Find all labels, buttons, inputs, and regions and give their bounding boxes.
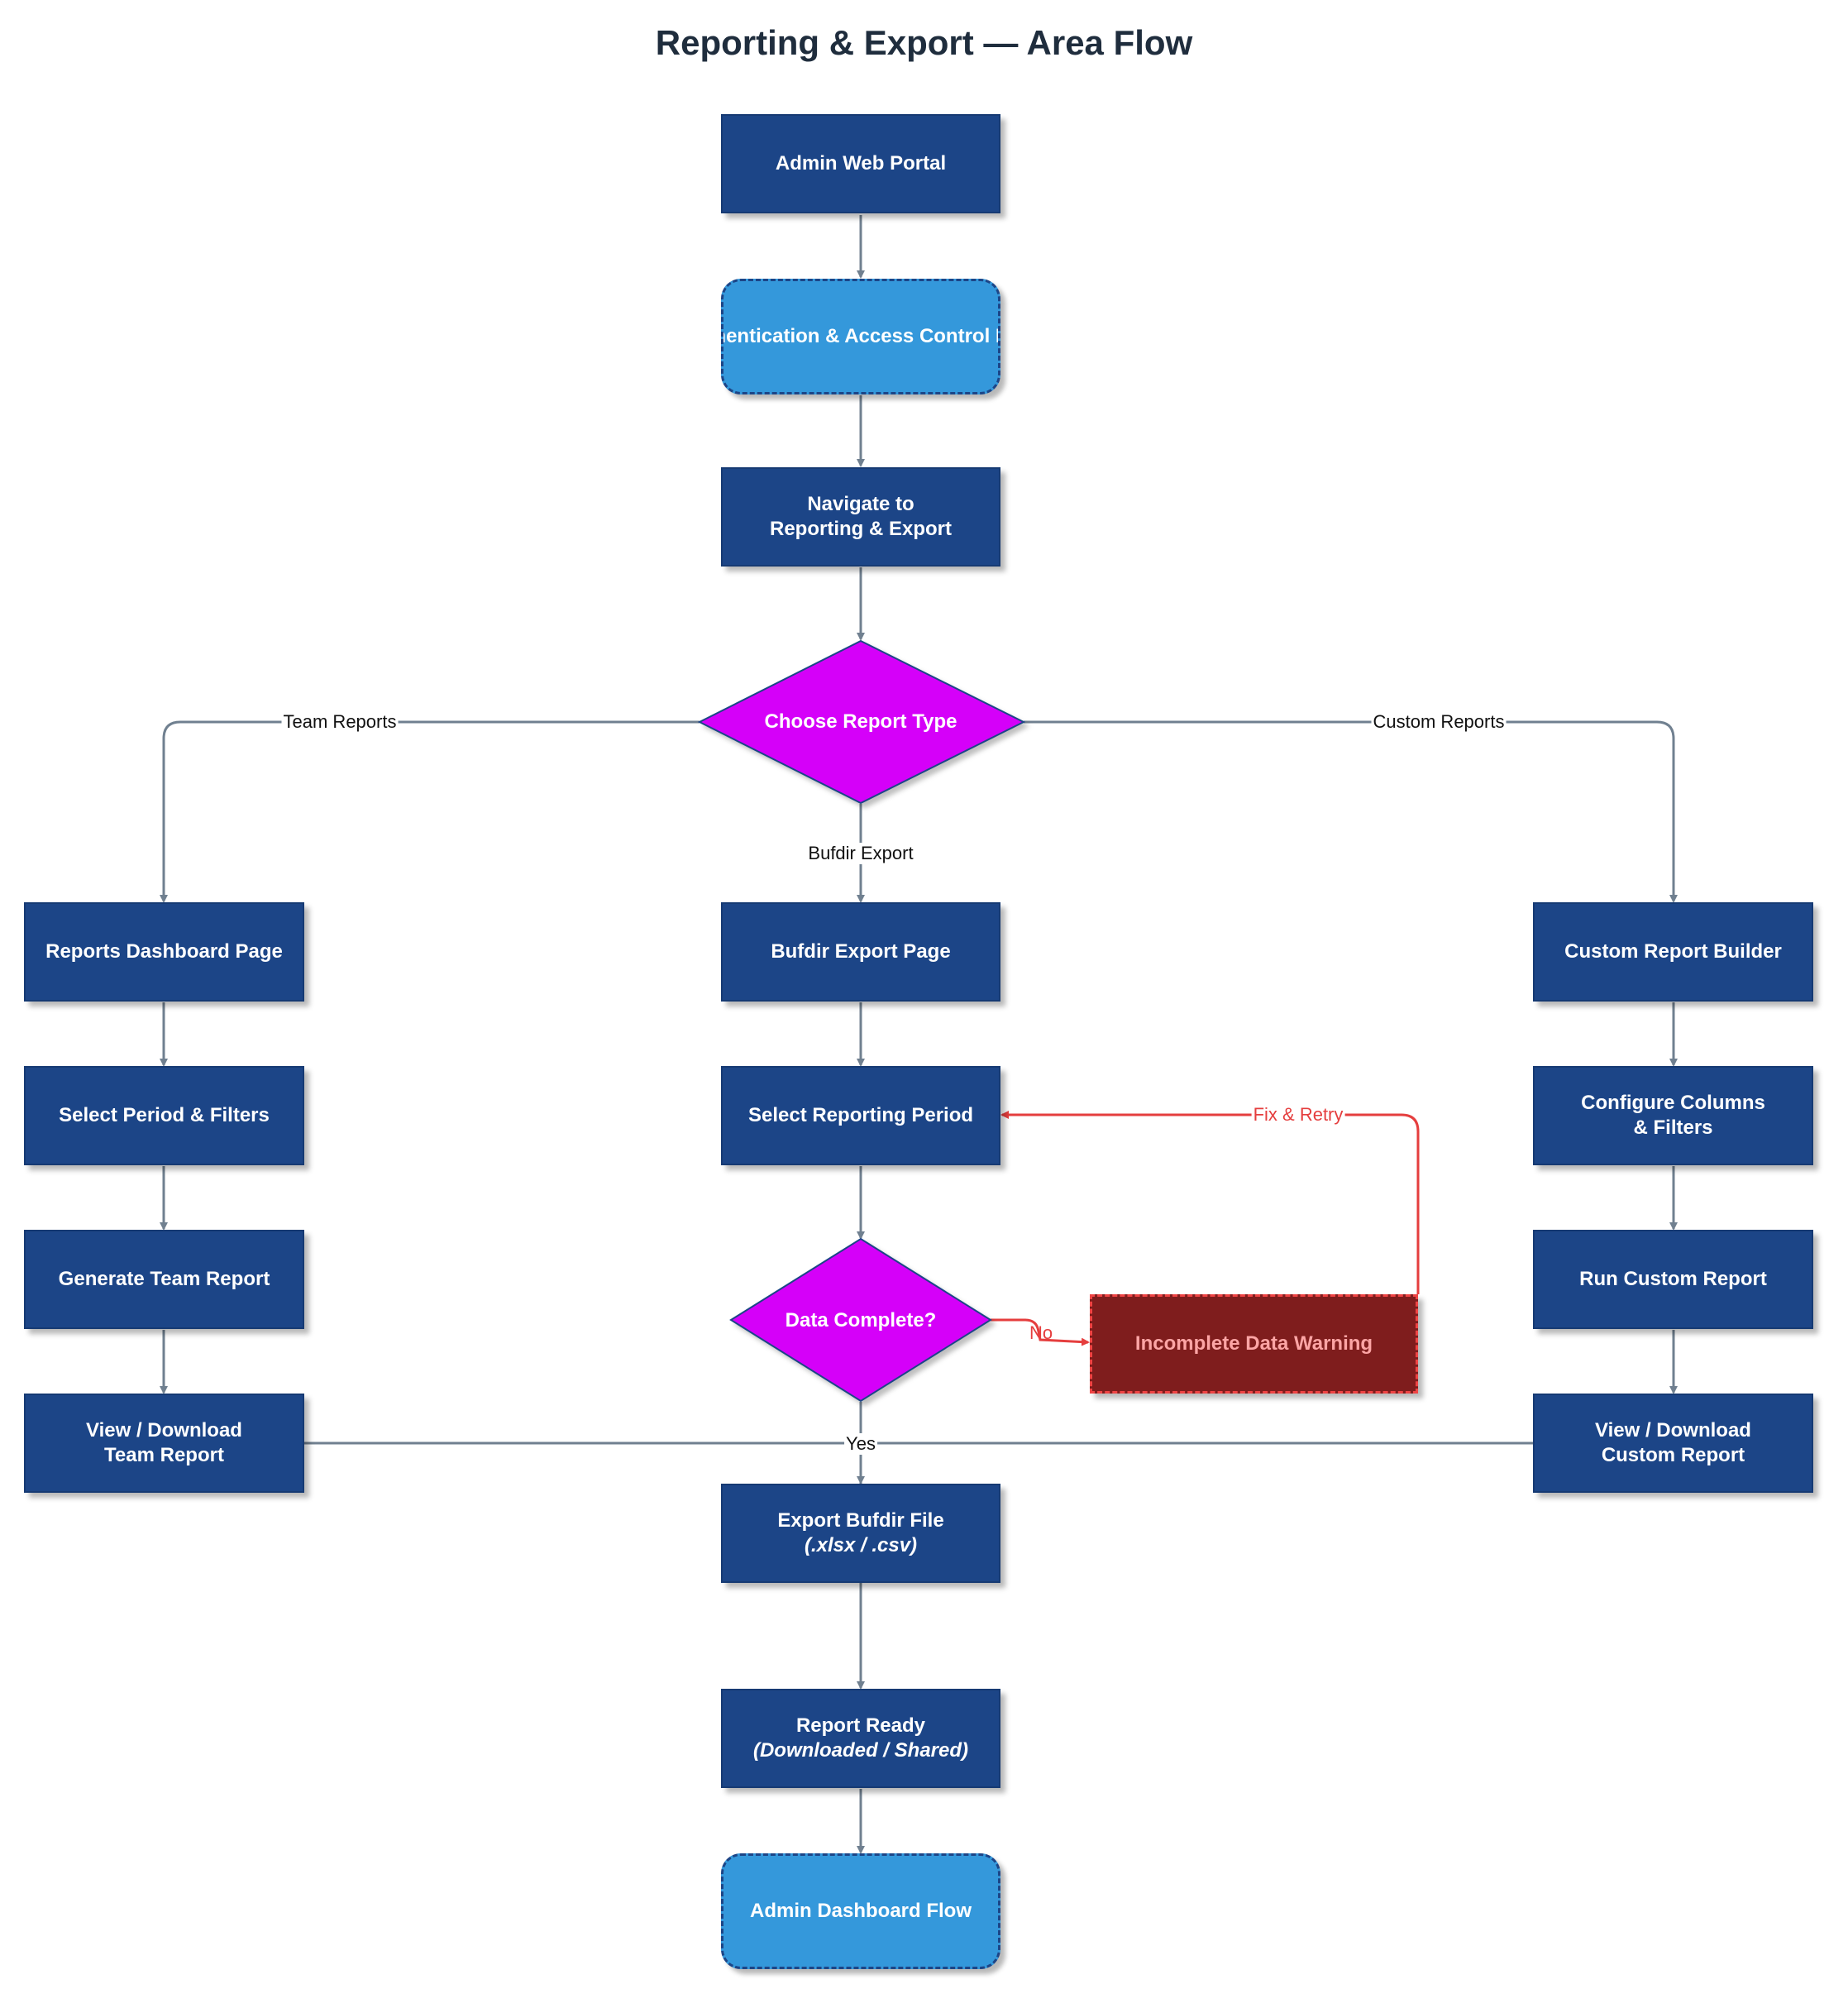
report-ready-status: (Downloaded / Shared) [752, 1739, 968, 1762]
node-configure-columns-filters[interactable]: Configure Columns & Filters [1533, 1066, 1813, 1165]
node-reports-dashboard-page[interactable]: Reports Dashboard Page [24, 902, 304, 1002]
decision-data-complete-label: Data Complete? [785, 1309, 937, 1331]
data-complete-decision [729, 1237, 992, 1403]
export-bufdir-title: Export Bufdir File [777, 1509, 944, 1532]
node-custom-report-builder[interactable]: Custom Report Builder [1533, 902, 1813, 1002]
edge-label-no: No [1029, 1322, 1053, 1343]
node-report-ready[interactable]: Report Ready (Downloaded / Shared) [721, 1689, 1000, 1788]
edge-label-yes: Yes [844, 1433, 877, 1455]
node-export-bufdir-file[interactable]: Export Bufdir File (.xlsx / .csv) [721, 1484, 1000, 1583]
decision-choose-report-type-label: Choose Report Type [764, 710, 957, 733]
edge-decision-to-custom-builder [1024, 720, 1678, 903]
node-bufdir-export-page[interactable]: Bufdir Export Page [721, 902, 1000, 1002]
edge-label-bufdir-export: Bufdir Export [806, 843, 915, 864]
node-select-period-filters[interactable]: Select Period & Filters [24, 1066, 304, 1165]
node-select-reporting-period[interactable]: Select Reporting Period [721, 1066, 1000, 1165]
node-admin-web-portal[interactable]: Admin Web Portal [721, 114, 1000, 213]
subflow-admin-dashboard[interactable]: Admin Dashboard Flow [721, 1853, 1000, 1969]
subflow-authentication-access-control[interactable]: Authentication & Access Control Flow [721, 279, 1000, 394]
edge-warning-fix-retry [1000, 1111, 1420, 1294]
report-ready-title: Report Ready [795, 1714, 926, 1737]
edge-label-custom-reports: Custom Reports [1371, 711, 1507, 733]
choose-report-type-decision [697, 639, 1026, 805]
node-view-download-team-report[interactable]: View / Download Team Report [24, 1394, 304, 1493]
edge-label-team-reports: Team Reports [281, 711, 399, 733]
node-run-custom-report[interactable]: Run Custom Report [1533, 1230, 1813, 1329]
node-navigate-reporting-export[interactable]: Navigate to Reporting & Export [721, 467, 1000, 567]
edge-label-fix-retry: Fix & Retry [1251, 1104, 1345, 1126]
edge-check-no-to-warning [991, 1318, 1090, 1346]
edge-decision-to-reports-dashboard [160, 720, 700, 903]
node-generate-team-report[interactable]: Generate Team Report [24, 1230, 304, 1329]
export-bufdir-formats: (.xlsx / .csv) [804, 1534, 918, 1556]
diagram-title: Reporting & Export — Area Flow [655, 23, 1193, 62]
node-view-download-custom-report[interactable]: View / Download Custom Report [1533, 1394, 1813, 1493]
node-incomplete-data-warning[interactable]: Incomplete Data Warning [1090, 1294, 1418, 1394]
